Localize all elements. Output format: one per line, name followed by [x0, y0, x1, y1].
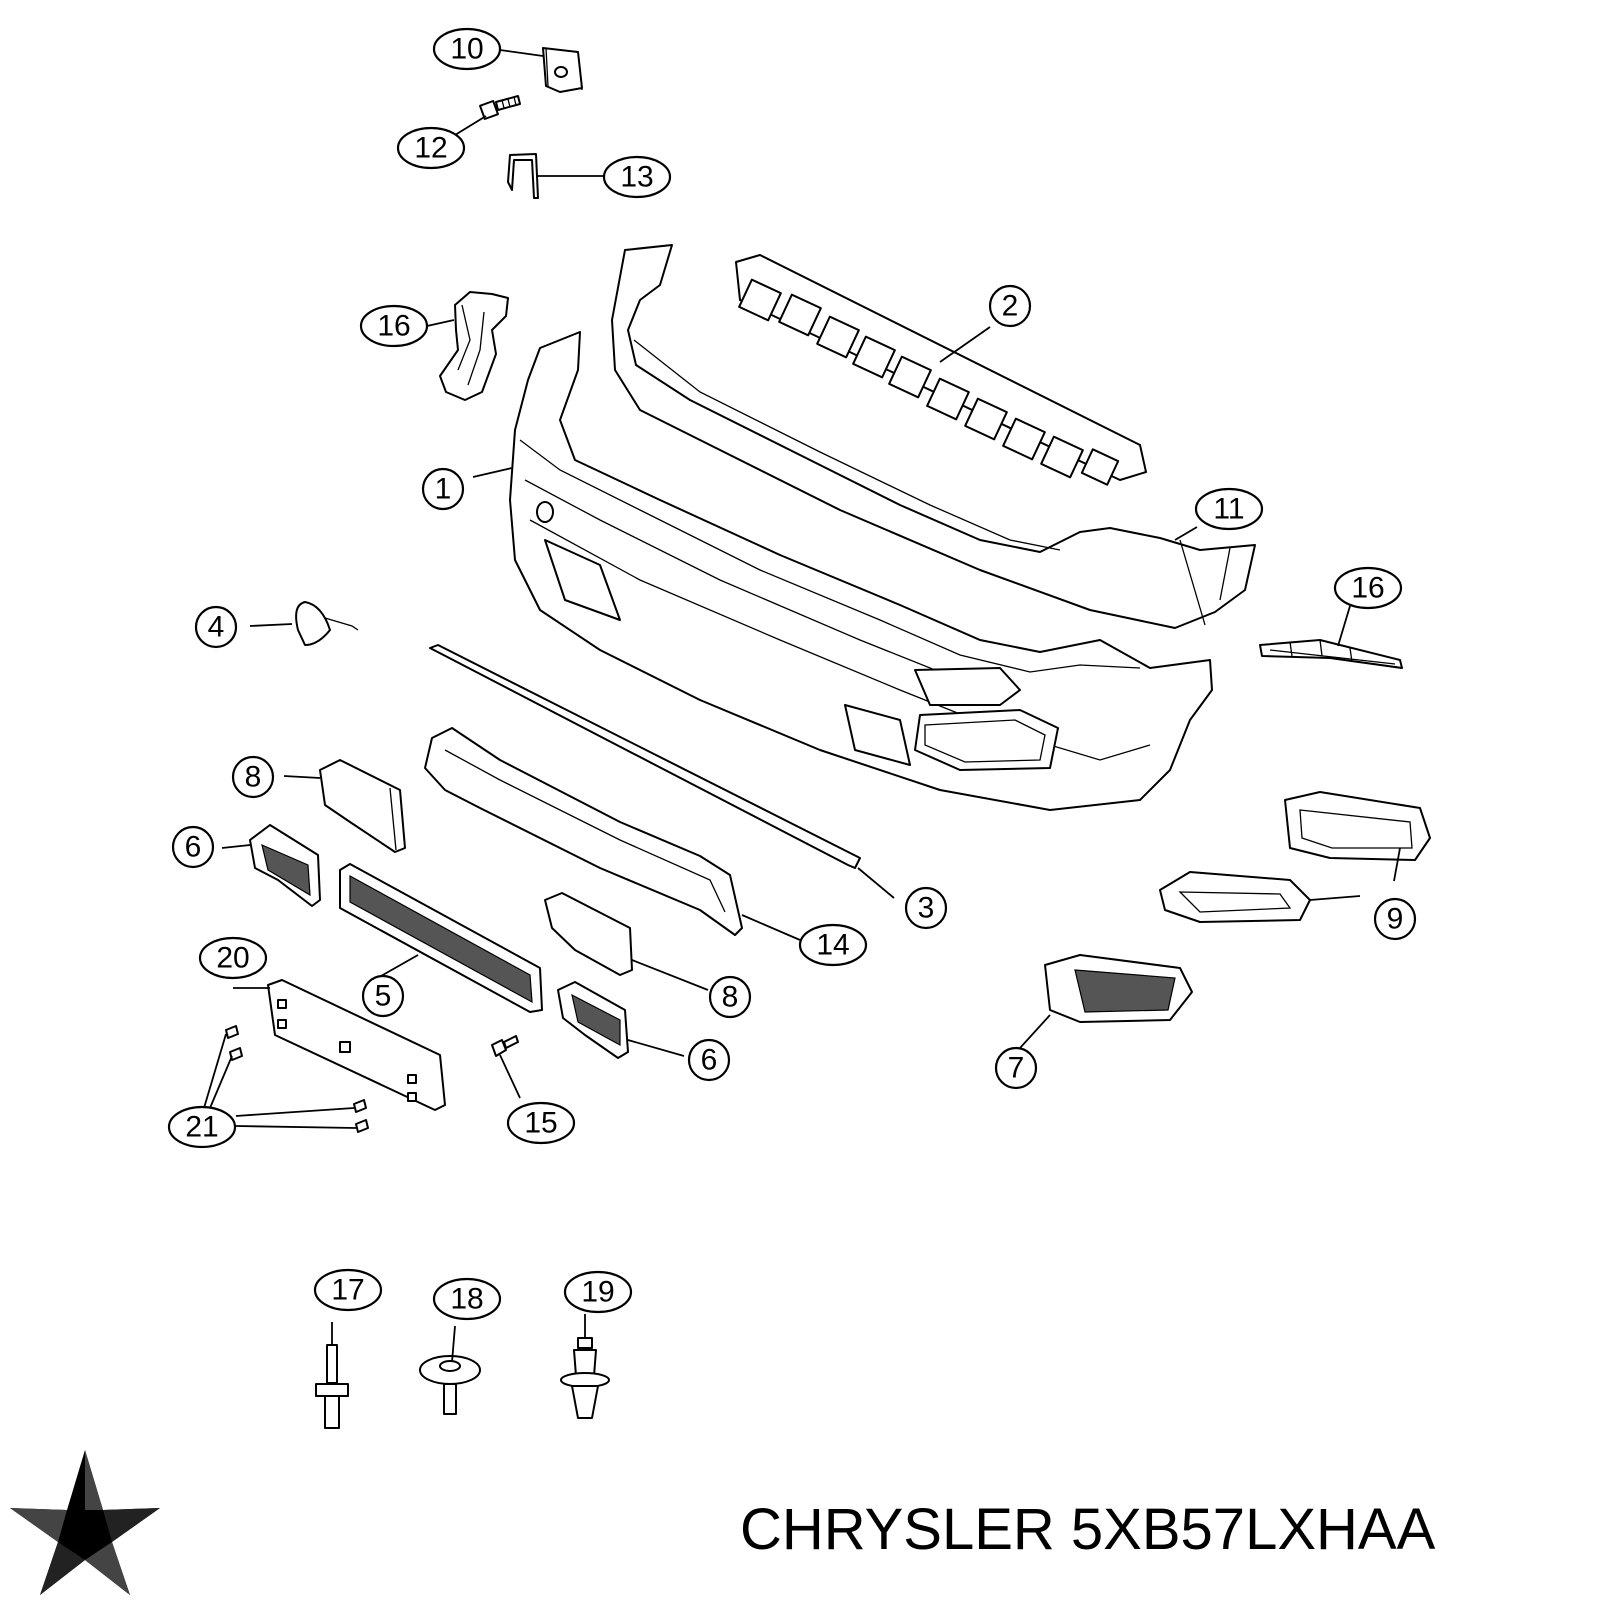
part-16-bracket-left — [439, 291, 509, 401]
callout-17: 17 — [313, 1268, 383, 1312]
callout-label: 5 — [375, 980, 392, 1013]
callout-label: 12 — [414, 132, 447, 165]
part-number-label: CHRYSLER 5XB57LXHAA — [740, 1497, 1436, 1562]
part-13-u-clip — [507, 153, 539, 199]
callout-label: 3 — [918, 892, 935, 925]
callout-6-left: 6 — [171, 825, 215, 869]
callout-label: 14 — [816, 929, 849, 962]
callout-label: 19 — [581, 1276, 614, 1309]
callout-label: 10 — [450, 33, 483, 66]
callout-2: 2 — [988, 284, 1032, 328]
part-11-upper-fascia — [611, 244, 1256, 629]
callout-20: 20 — [198, 936, 268, 980]
callout-label: 16 — [377, 310, 410, 343]
callout-6-right: 6 — [687, 1038, 731, 1082]
callout-label: 15 — [524, 1107, 557, 1140]
callout-12: 12 — [396, 126, 466, 170]
part-16-bracket-right — [1259, 639, 1403, 669]
part-18-washer-pin — [419, 1355, 481, 1415]
callout-label: 8 — [245, 761, 262, 794]
callout-label: 2 — [1002, 290, 1019, 323]
callout-label: 17 — [331, 1274, 364, 1307]
part-17-push-pin — [315, 1344, 349, 1429]
callout-15: 15 — [506, 1101, 576, 1145]
callout-label: 20 — [216, 942, 249, 975]
callout-label: 6 — [701, 1044, 718, 1077]
callout-5: 5 — [361, 974, 405, 1018]
part-15-screw — [491, 1035, 519, 1057]
callout-label: 6 — [185, 831, 202, 864]
callout-16-right: 16 — [1333, 566, 1403, 610]
callout-13: 13 — [602, 155, 672, 199]
part-19-screw-fastener — [560, 1337, 610, 1419]
part-2-energy-absorber — [735, 254, 1147, 486]
part-6-fog-grille-left — [249, 824, 321, 907]
callout-9: 9 — [1373, 897, 1417, 941]
part-6-fog-grille-right — [557, 981, 629, 1059]
callout-label: 11 — [1213, 493, 1244, 526]
callout-8-left: 8 — [231, 755, 275, 799]
callout-11: 11 — [1194, 487, 1264, 531]
part-8-bezel-cover-left — [319, 759, 406, 853]
part-12-bolt — [479, 95, 521, 120]
callout-7: 7 — [994, 1046, 1038, 1090]
callout-label: 18 — [450, 1283, 483, 1316]
callout-label: 7 — [1008, 1052, 1025, 1085]
part-10-clip-nut — [542, 47, 583, 93]
part-21-screws — [225, 1025, 369, 1133]
part-14-lower-grille-surround — [424, 727, 743, 936]
callout-label: 21 — [185, 1111, 218, 1144]
callout-8-right: 8 — [708, 975, 752, 1019]
callout-1: 1 — [421, 467, 465, 511]
callout-label: 1 — [435, 473, 452, 506]
callout-3: 3 — [904, 886, 948, 930]
callout-label: 9 — [1387, 903, 1404, 936]
callout-label: 13 — [620, 161, 653, 194]
part-5-lower-grille — [339, 863, 543, 1013]
callout-16-left: 16 — [359, 304, 429, 348]
callout-21: 21 — [167, 1105, 237, 1149]
callout-19: 19 — [563, 1270, 633, 1314]
callout-18: 18 — [432, 1277, 502, 1321]
chrysler-pentastar-icon — [10, 1450, 160, 1595]
callout-14: 14 — [798, 923, 868, 967]
part-8-bezel-cover-right — [544, 892, 633, 976]
part-7-fog-lamp-grille — [1044, 954, 1193, 1023]
part-1-bumper-fascia — [509, 331, 1213, 811]
callout-4: 4 — [194, 605, 238, 649]
callout-label: 8 — [722, 981, 739, 1014]
part-20-license-bracket — [267, 979, 446, 1111]
part-3-molding-strip — [429, 644, 861, 869]
callout-10: 10 — [432, 27, 502, 71]
callout-label: 16 — [1351, 572, 1384, 605]
callout-label: 4 — [208, 611, 225, 644]
part-9-fog-bezels — [1159, 791, 1431, 923]
part-4-tow-hook-cover — [295, 601, 359, 646]
